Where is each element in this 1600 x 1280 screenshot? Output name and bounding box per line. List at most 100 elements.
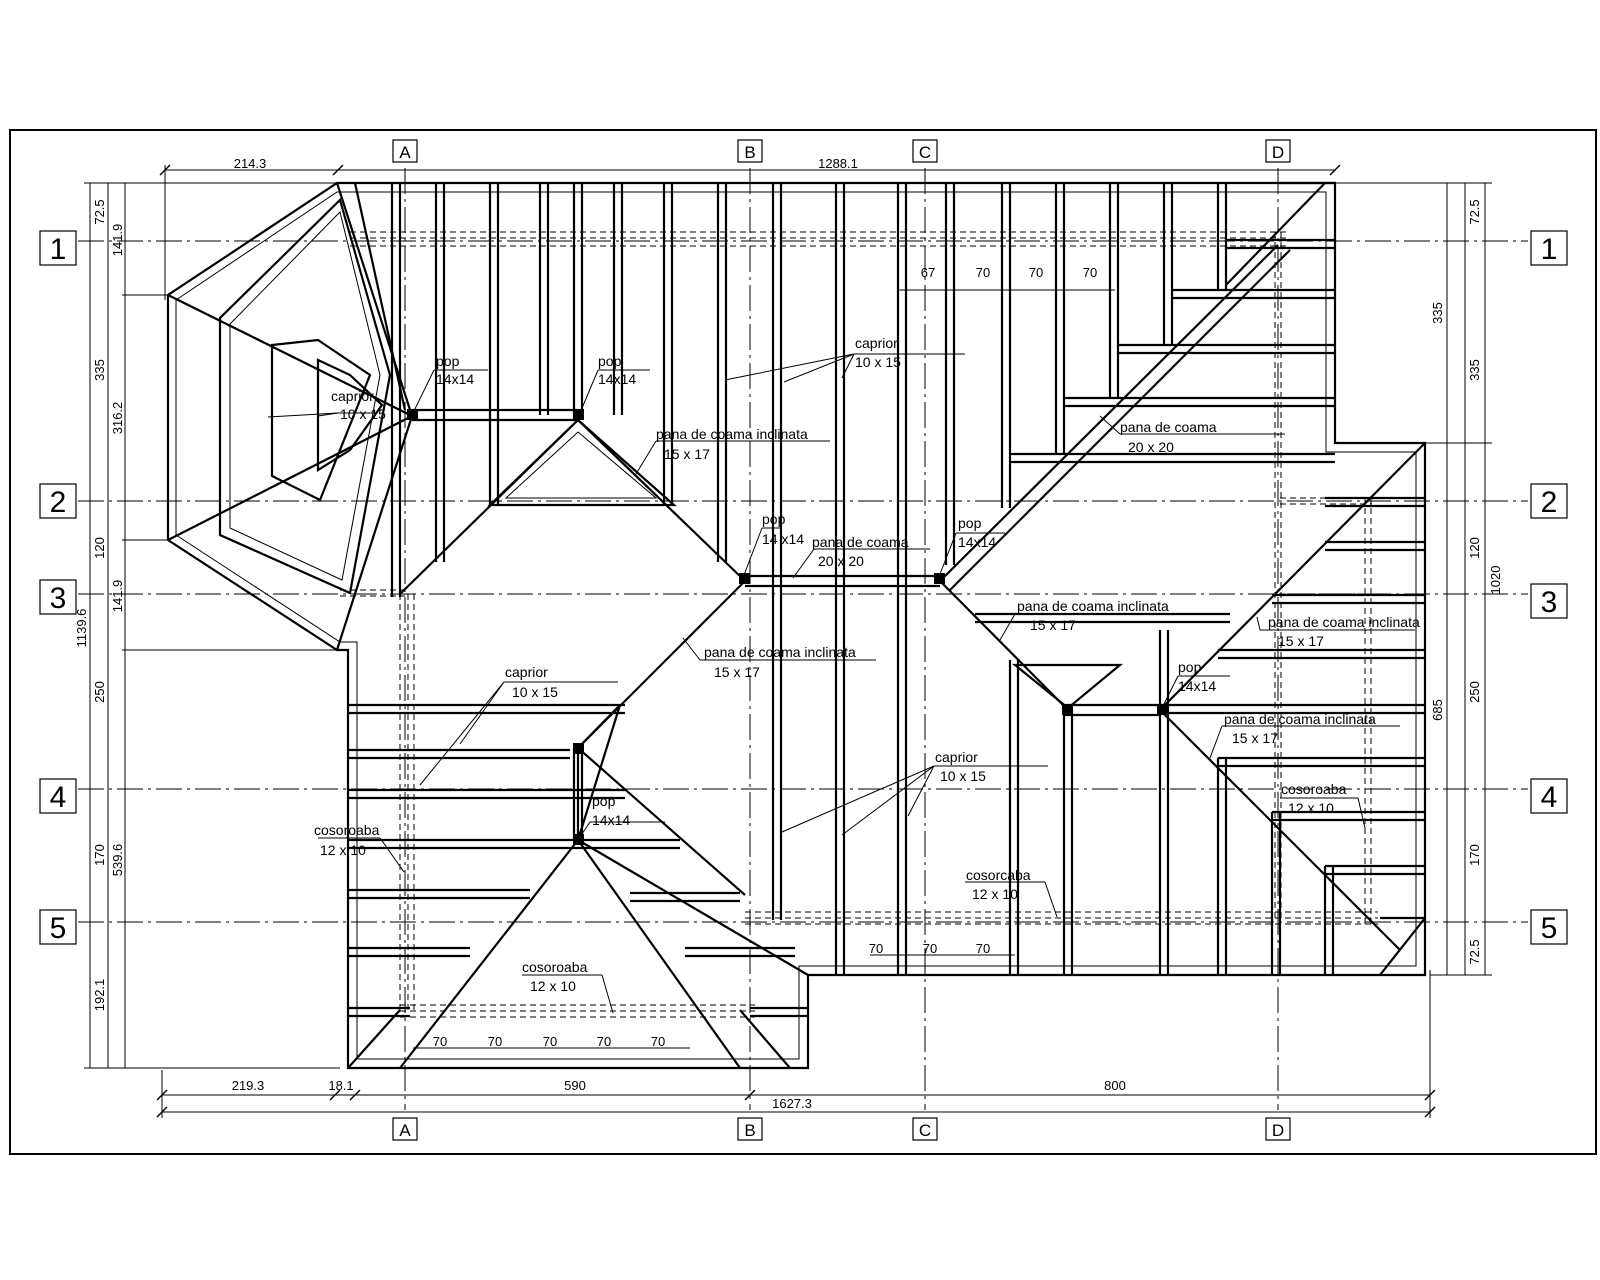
- dim-left-mid-1: 141.9: [110, 224, 125, 257]
- hips-ridges: [347, 181, 1426, 1069]
- dim-top-total: 1288.1: [818, 156, 858, 171]
- dim-right-outer-7: 72.5: [1467, 939, 1482, 964]
- axis-2-right: 2: [1541, 486, 1558, 519]
- post: [1062, 704, 1073, 715]
- dim-right-outer-6: 170: [1467, 844, 1482, 866]
- post: [573, 743, 584, 754]
- dim-left-mid-3: 141.9: [110, 580, 125, 613]
- axis-1-right: 1: [1541, 233, 1558, 266]
- label-pana-inclinata-size: 15 x 17: [714, 664, 760, 680]
- label-pop: pop: [436, 353, 460, 369]
- column-labels-bottom: A B C D: [392, 1117, 1291, 1141]
- dim-bottom-4: 800: [1104, 1078, 1126, 1093]
- label-caprior: caprior: [935, 749, 978, 765]
- labels: pop 14x14 pop 14x14 caprior 10 x 15 pana…: [314, 335, 1420, 994]
- label-cosoroaba-size: 12 x 10: [320, 842, 366, 858]
- dim-bottom-2: 18.1: [328, 1078, 353, 1093]
- dim-bottom-total: 1627.3: [772, 1096, 812, 1111]
- label-pop-size: 14x14: [592, 812, 630, 828]
- label-pana-inclinata: pana de coama inclinata: [1017, 598, 1169, 614]
- axis-a-top: A: [399, 143, 411, 162]
- spacing-bottom-5: 70: [651, 1034, 665, 1049]
- dim-left-outer-3: 120: [92, 537, 107, 559]
- dim-left-outer-1: 72.5: [92, 199, 107, 224]
- column-labels-top: A B C D: [392, 139, 1291, 163]
- axis-d-top: D: [1272, 143, 1284, 162]
- post: [739, 573, 750, 584]
- axis-1-left: 1: [50, 233, 67, 266]
- label-pana-inclinata-size: 15 x 17: [1232, 730, 1278, 746]
- label-pana-inclinata-size: 15 x 17: [1030, 617, 1076, 633]
- label-pop-size: 14x14: [436, 371, 474, 387]
- dim-right-total: 1020: [1488, 566, 1503, 595]
- leaders: [267, 353, 1415, 1014]
- row-labels-left: 1 2 3 4 5: [39, 230, 77, 945]
- label-pana-inclinata: pana de coama inclinata: [704, 644, 856, 660]
- label-pop-size: 14x14: [598, 371, 636, 387]
- dim-left-mid-4: 539.6: [110, 844, 125, 877]
- label-pop: pop: [592, 793, 616, 809]
- label-pana-inclinata: pana de coama inclinata: [656, 426, 808, 442]
- axis-a-bottom: A: [399, 1121, 411, 1140]
- dim-left-outer-4: 250: [92, 681, 107, 703]
- label-cosoroaba: cosoroaba: [522, 959, 588, 975]
- label-pana-inclinata-size: 15 x 17: [1278, 633, 1324, 649]
- label-pop: pop: [598, 353, 622, 369]
- label-caprior: caprior: [505, 664, 548, 680]
- label-cosoroaba-size: 12 x 10: [1288, 800, 1334, 816]
- axis-c-top: C: [919, 143, 931, 162]
- spacing-top-1: 67: [921, 265, 935, 280]
- spacing-mid-2: 70: [923, 941, 937, 956]
- dim-right-outer-5: 250: [1467, 681, 1482, 703]
- label-pana-inclinata-size: 15 x 17: [664, 446, 710, 462]
- label-pana-coama: pana de coama: [812, 534, 909, 550]
- label-pop: pop: [1178, 659, 1202, 675]
- axis-4-right: 4: [1541, 781, 1558, 814]
- dim-left-outer-5: 170: [92, 844, 107, 866]
- dim-bottom-1: 219.3: [232, 1078, 265, 1093]
- label-cosorcaba: cosorcaba: [966, 867, 1031, 883]
- axis-5-left: 5: [50, 912, 67, 945]
- spacing-top-2: 70: [976, 265, 990, 280]
- spacing-bottom-4: 70: [597, 1034, 611, 1049]
- label-pop-size: 14x14: [958, 534, 996, 550]
- roof-outline: [166, 181, 1427, 1070]
- post: [573, 409, 584, 420]
- axis-4-left: 4: [50, 781, 67, 814]
- label-caprior-size: 10 x 15: [855, 354, 901, 370]
- axis-d-bottom: D: [1272, 1121, 1284, 1140]
- axis-5-right: 5: [1541, 912, 1558, 945]
- label-cosoroaba: cosoroaba: [314, 822, 380, 838]
- label-pana-coama-size: 20 x 20: [818, 553, 864, 569]
- row-labels-right: 1 2 3 4 5: [1530, 230, 1568, 945]
- dimension-texts: 214.3 1288.1 219.3 18.1 590 800 1627.3 7…: [74, 156, 1503, 1111]
- spacing-mid-3: 70: [976, 941, 990, 956]
- axis-b-top: B: [744, 143, 755, 162]
- label-cosoroaba: cosoroaba: [1281, 781, 1347, 797]
- label-caprior-size: 10 x 15: [940, 768, 986, 784]
- dim-right-outer-1: 72.5: [1467, 199, 1482, 224]
- label-caprior: caprior: [855, 335, 898, 351]
- dim-bottom-3: 590: [564, 1078, 586, 1093]
- label-pana-inclinata: pana de coama inclinata: [1224, 711, 1376, 727]
- label-pop-size: 14x14: [1178, 678, 1216, 694]
- label-pana-inclinata: pana de coama inclinata: [1268, 614, 1420, 630]
- axis-lines: [78, 168, 1528, 1110]
- label-cosoroaba-size: 12 x 10: [972, 886, 1018, 902]
- label-pop: pop: [958, 515, 982, 531]
- spacing-top-3: 70: [1029, 265, 1043, 280]
- label-pop-size-alt: 14 x14: [762, 531, 804, 547]
- label-caprior-size: 10 x 15: [512, 684, 558, 700]
- label-pana-coama-size: 20 x 20: [1128, 439, 1174, 455]
- dimension-lines: [84, 164, 1492, 1118]
- spacing-bottom-2: 70: [488, 1034, 502, 1049]
- dim-right-outer-4: 120: [1467, 537, 1482, 559]
- dim-left-outer-6: 192.1: [92, 979, 107, 1012]
- label-cosoroaba-size: 12 x 10: [530, 978, 576, 994]
- dim-right-outer-3: 335: [1467, 359, 1482, 381]
- label-caprior: caprior: [331, 388, 374, 404]
- spacing-top-4: 70: [1083, 265, 1097, 280]
- spacing-mid-1: 70: [869, 941, 883, 956]
- dim-left-mid-2: 316.2: [110, 402, 125, 435]
